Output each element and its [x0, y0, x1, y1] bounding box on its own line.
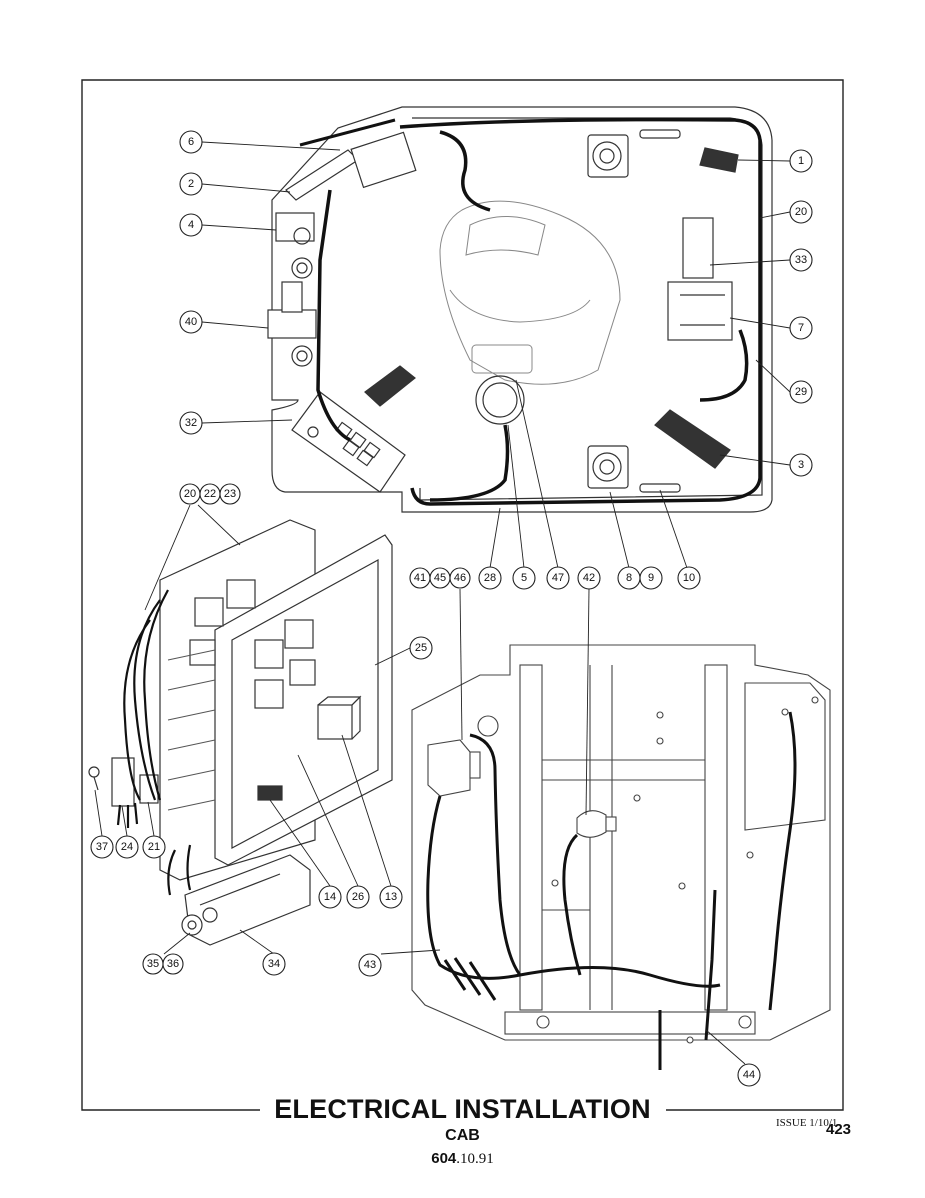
speaker-front — [587, 134, 629, 178]
callout-47: 47 — [546, 566, 570, 590]
issue-label: ISSUE 1/10/1 — [776, 1117, 838, 1129]
callout-33: 33 — [789, 248, 813, 272]
cab-floor-view — [411, 644, 831, 1044]
svg-text:37: 37 — [96, 841, 108, 853]
callout-37: 37 — [90, 835, 114, 859]
callout-40: 40 — [179, 310, 203, 334]
svg-text:26: 26 — [352, 891, 364, 903]
relay-module-4 — [275, 212, 315, 242]
svg-text:43: 43 — [364, 959, 376, 971]
svg-text:36: 36 — [167, 958, 179, 970]
svg-text:28: 28 — [484, 572, 496, 584]
callout-46: 46 — [449, 567, 471, 589]
unit-40 — [267, 309, 317, 339]
svg-text:6: 6 — [188, 136, 194, 148]
callout-13: 13 — [379, 885, 403, 909]
callout-20-right: 20 — [789, 200, 813, 224]
callout-34: 34 — [262, 952, 286, 976]
svg-text:40: 40 — [185, 316, 197, 328]
svg-text:8: 8 — [626, 572, 632, 584]
callout-20-left: 20 — [179, 483, 201, 505]
cab-top-view — [267, 106, 773, 513]
callout-14: 14 — [318, 885, 342, 909]
title-text: ELECTRICAL INSTALLATION — [266, 1094, 659, 1124]
callout-44: 44 — [737, 1063, 761, 1087]
cab-harness — [316, 117, 762, 506]
callout-5: 5 — [512, 566, 536, 590]
svg-text:20: 20 — [184, 488, 196, 500]
callout-45: 45 — [429, 567, 451, 589]
page-title: ELECTRICAL INSTALLATION — [0, 1094, 925, 1125]
callout-7: 7 — [789, 316, 813, 340]
seat — [439, 200, 621, 385]
svg-text:20: 20 — [795, 206, 807, 218]
callout-25: 25 — [409, 636, 433, 660]
svg-text:34: 34 — [268, 958, 280, 970]
callout-26: 26 — [346, 885, 370, 909]
callout-24: 24 — [115, 835, 139, 859]
svg-text:10: 10 — [683, 572, 695, 584]
floor-plate — [475, 375, 525, 425]
svg-text:45: 45 — [434, 572, 446, 584]
svg-text:22: 22 — [204, 488, 216, 500]
callout-9: 9 — [639, 566, 663, 590]
page-subtitle: CAB — [445, 1127, 480, 1144]
radio-unit — [667, 281, 733, 341]
svg-text:33: 33 — [795, 254, 807, 266]
callout-29: 29 — [789, 380, 813, 404]
fuse-relay-box — [88, 519, 393, 946]
svg-text:14: 14 — [324, 891, 336, 903]
callout-35: 35 — [142, 953, 164, 975]
section-number-rest: .10.91 — [456, 1151, 494, 1167]
callout-4: 4 — [179, 213, 203, 237]
floor-harness — [426, 711, 797, 1070]
svg-text:23: 23 — [224, 488, 236, 500]
switch-panel — [291, 391, 406, 493]
callout-10: 10 — [677, 566, 701, 590]
callout-23: 23 — [219, 483, 241, 505]
callout-22: 22 — [199, 483, 221, 505]
svg-text:24: 24 — [121, 841, 133, 853]
svg-text:13: 13 — [385, 891, 397, 903]
panel-33 — [682, 217, 714, 279]
svg-text:2: 2 — [188, 178, 194, 190]
svg-text:3: 3 — [798, 459, 804, 471]
svg-text:9: 9 — [648, 572, 654, 584]
svg-text:4: 4 — [188, 219, 194, 231]
svg-text:46: 46 — [454, 572, 466, 584]
svg-text:7: 7 — [798, 322, 804, 334]
callout-1: 1 — [789, 149, 813, 173]
svg-text:21: 21 — [148, 841, 160, 853]
callout-43: 43 — [358, 953, 382, 977]
svg-text:32: 32 — [185, 417, 197, 429]
svg-text:25: 25 — [415, 642, 427, 654]
callout-8: 8 — [617, 566, 641, 590]
leader-lines — [94, 141, 791, 1065]
svg-text:35: 35 — [147, 958, 159, 970]
speaker-rear — [587, 445, 629, 489]
callout-28: 28 — [478, 566, 502, 590]
svg-text:47: 47 — [552, 572, 564, 584]
callout-42: 42 — [577, 566, 601, 590]
svg-text:5: 5 — [521, 572, 527, 584]
callout-32: 32 — [179, 411, 203, 435]
svg-text:42: 42 — [583, 572, 595, 584]
svg-text:41: 41 — [414, 572, 426, 584]
callout-3: 3 — [789, 453, 813, 477]
callout-36: 36 — [162, 953, 184, 975]
svg-text:29: 29 — [795, 386, 807, 398]
page-frame — [81, 79, 844, 1111]
callout-6: 6 — [179, 130, 203, 154]
callout-21: 21 — [142, 835, 166, 859]
callout-41: 41 — [409, 567, 431, 589]
section-number: 604.10.91 — [0, 1150, 925, 1168]
svg-text:44: 44 — [743, 1069, 755, 1081]
callout-2: 2 — [179, 172, 203, 196]
page-number: 423 — [826, 1121, 852, 1138]
fuse-box-wiring — [116, 589, 192, 896]
svg-text:1: 1 — [798, 155, 804, 167]
section-number-bold: 604 — [431, 1150, 457, 1167]
